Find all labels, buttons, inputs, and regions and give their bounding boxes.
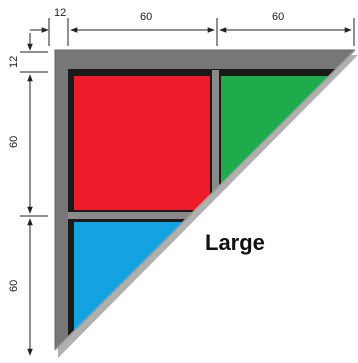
triangle-hypotenuse [54,49,356,351]
left-dim-second: 60 [8,280,20,292]
left-dim-first: 60 [8,136,20,148]
top-dim-second: 60 [272,11,284,23]
green-tile [221,76,355,210]
left-dimensions [20,33,48,356]
top-dim-small: 12 [54,7,66,19]
top-dim-first: 60 [140,11,152,23]
horizontal-grout [68,212,218,219]
size-label: Large [205,230,265,255]
blue-tile [74,222,210,350]
left-dim-small: 12 [8,56,20,68]
vertical-grout [212,70,219,215]
top-dimensions [30,18,355,46]
red-tile [74,76,210,210]
triangle-edge [54,49,355,350]
